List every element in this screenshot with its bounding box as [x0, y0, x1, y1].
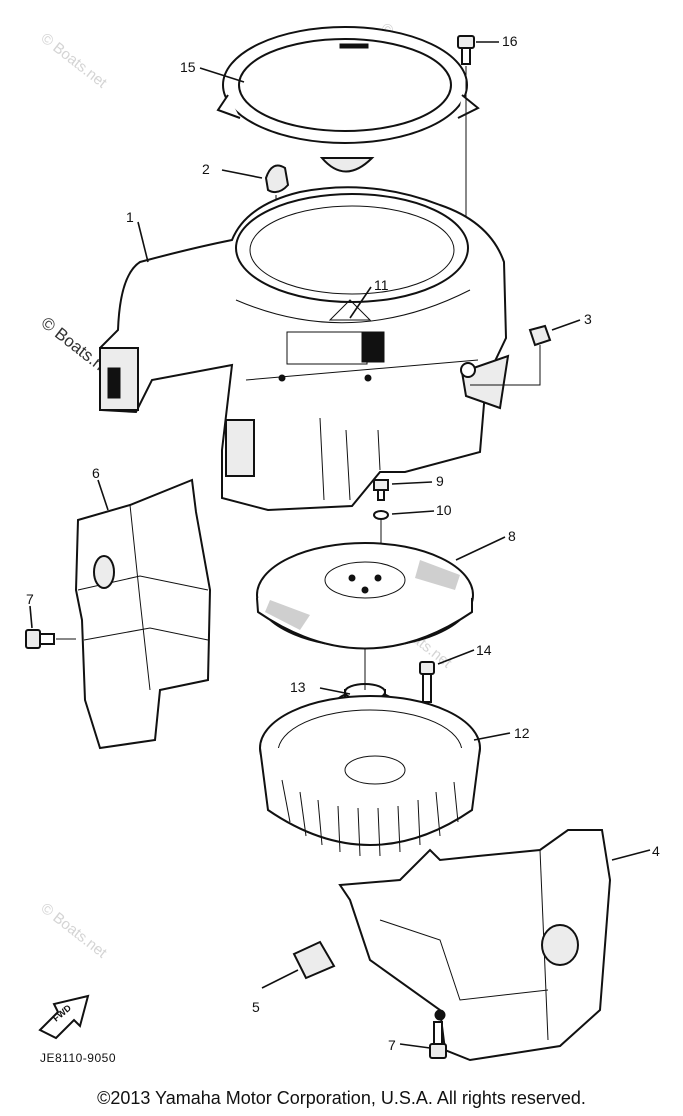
callout-13: 13 — [290, 679, 306, 695]
part-9-screw — [373, 479, 389, 501]
callout-12: 12 — [514, 725, 530, 741]
diagram-code: JE8110-9050 — [40, 1051, 116, 1065]
part-14-bolt — [419, 661, 435, 703]
callout-14: 14 — [476, 642, 492, 658]
part-4-lower-cover — [338, 829, 612, 1062]
part-6-side-cover — [74, 478, 212, 750]
callout-numbers: 15 2 1 3 4 5 6 7 7 8 9 10 11 12 13 14 16 — [26, 33, 660, 1053]
callout-16: 16 — [502, 33, 518, 49]
parts-diagram: © Boats.net © Boats.net © Boats.net © Bo… — [25, 20, 660, 1065]
callout-5: 5 — [252, 999, 260, 1015]
part-7b-bolt — [429, 1021, 447, 1059]
callout-8: 8 — [508, 528, 516, 544]
callout-9: 9 — [436, 473, 444, 489]
callout-6: 6 — [92, 465, 100, 481]
callout-4: 4 — [652, 843, 660, 859]
part-16-bolt — [457, 35, 475, 235]
callout-1: 1 — [126, 209, 134, 225]
callout-3: 3 — [584, 311, 592, 327]
part-10-washer — [373, 510, 389, 520]
part-15-seal-ring — [216, 26, 480, 173]
callout-7a: 7 — [26, 591, 34, 607]
fwd-arrow-icon: FWD — [38, 994, 90, 1040]
copyright-notice: ©2013 Yamaha Motor Corporation, U.S.A. A… — [97, 1088, 586, 1108]
part-7a-bolt — [25, 629, 76, 649]
part-12-flywheel — [259, 695, 481, 857]
part-1-fan-housing — [98, 186, 510, 512]
part-5-damper — [292, 940, 336, 980]
callout-15: 15 — [180, 59, 196, 75]
callout-11: 11 — [374, 277, 389, 293]
callout-2: 2 — [202, 161, 210, 177]
callout-7b: 7 — [388, 1037, 396, 1053]
part-3-bolt — [470, 324, 552, 386]
callout-10: 10 — [436, 502, 452, 518]
leader-lines — [29, 41, 651, 1049]
part-8-flywheel-plate — [256, 542, 474, 650]
watermark-6: © Boats.net — [38, 900, 111, 962]
watermark-1: © Boats.net — [38, 30, 111, 92]
